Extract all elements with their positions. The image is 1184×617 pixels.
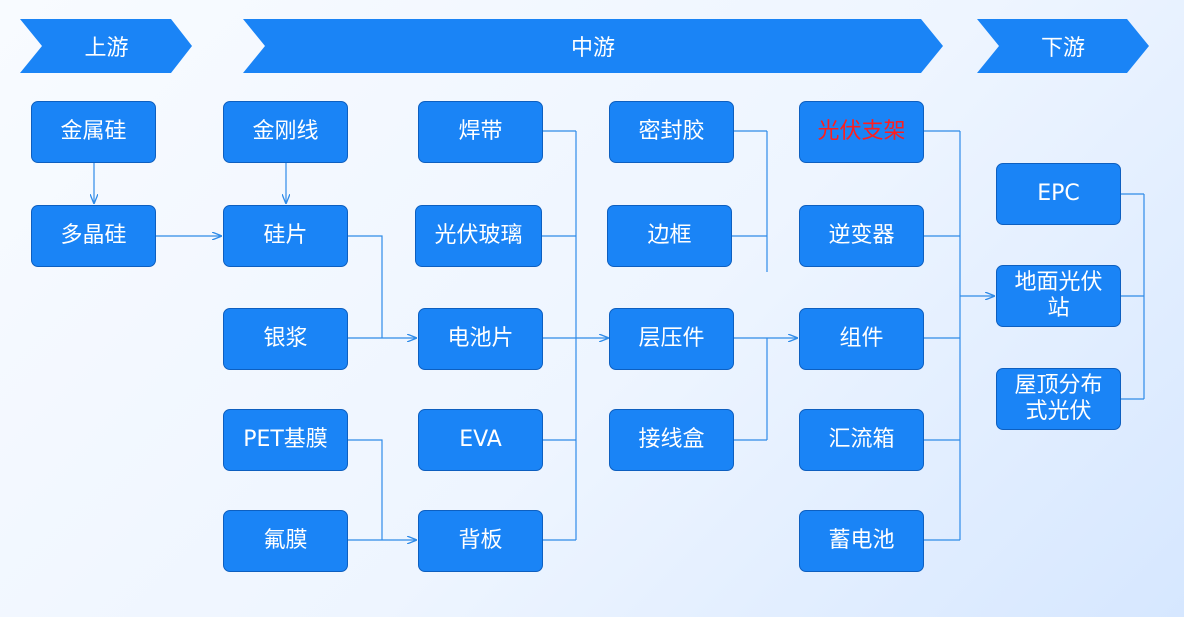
node-polysilicon: 多晶硅 [31, 205, 156, 267]
node-label: 逆变器 [828, 223, 895, 248]
node-label: 汇流箱 [828, 427, 895, 452]
node-label: 层压件 [638, 326, 705, 351]
node-epc: EPC [996, 163, 1121, 225]
upstream-banner [20, 19, 192, 73]
stage-label-midstream: 中游 [570, 36, 615, 61]
node-label: 焊带 [458, 119, 503, 144]
node-eva: EVA [418, 409, 543, 471]
stage-label-upstream: 上游 [84, 36, 129, 61]
node-label: 边框 [647, 223, 692, 248]
node-label: 地面光伏站 [1014, 270, 1103, 321]
node-rooftop-distributed-pv: 屋顶分布式光伏 [996, 368, 1121, 430]
node-label: 蓄电池 [828, 528, 895, 553]
node-ground-pv-station: 地面光伏站 [996, 265, 1121, 327]
node-label: 多晶硅 [60, 223, 127, 248]
node-label: 屋顶分布式光伏 [1014, 373, 1103, 424]
node-label: 光伏玻璃 [434, 223, 523, 248]
node-label: 硅片 [263, 223, 308, 248]
node-silicon-wafer: 硅片 [223, 205, 348, 267]
node-combiner-box: 汇流箱 [799, 409, 924, 471]
node-laminate: 层压件 [609, 308, 734, 370]
stage-label-downstream: 下游 [1040, 36, 1085, 61]
node-label: 组件 [839, 326, 884, 351]
node-label: 背板 [458, 528, 503, 553]
node-label: 金属硅 [60, 119, 127, 144]
node-pet-film: PET基膜 [223, 409, 348, 471]
node-label: 密封胶 [638, 119, 705, 144]
node-module: 组件 [799, 308, 924, 370]
node-label: 电池片 [447, 326, 514, 351]
node-frame: 边框 [607, 205, 732, 267]
node-label: 接线盒 [638, 427, 705, 452]
node-diamond-wire: 金刚线 [223, 101, 348, 163]
node-backsheet: 背板 [418, 510, 543, 572]
node-pv-glass: 光伏玻璃 [415, 205, 542, 267]
node-label: PET基膜 [243, 427, 328, 452]
node-fluoro-film: 氟膜 [223, 510, 348, 572]
node-metal-silicon: 金属硅 [31, 101, 156, 163]
node-label: 银浆 [263, 326, 308, 351]
node-pv-bracket: 光伏支架 [799, 101, 924, 163]
node-label: 金刚线 [252, 119, 319, 144]
node-battery: 蓄电池 [799, 510, 924, 572]
node-inverter: 逆变器 [799, 205, 924, 267]
midstream-banner [243, 19, 943, 73]
node-label: EPC [1037, 181, 1080, 206]
node-junction-box: 接线盒 [609, 409, 734, 471]
downstream-banner [977, 19, 1149, 73]
node-label-highlighted: 光伏支架 [817, 119, 906, 144]
node-cell: 电池片 [418, 308, 543, 370]
node-sealant: 密封胶 [609, 101, 734, 163]
node-ribbon: 焊带 [418, 101, 543, 163]
node-label: 氟膜 [263, 528, 308, 553]
node-label: EVA [459, 427, 502, 452]
node-silver-paste: 银浆 [223, 308, 348, 370]
